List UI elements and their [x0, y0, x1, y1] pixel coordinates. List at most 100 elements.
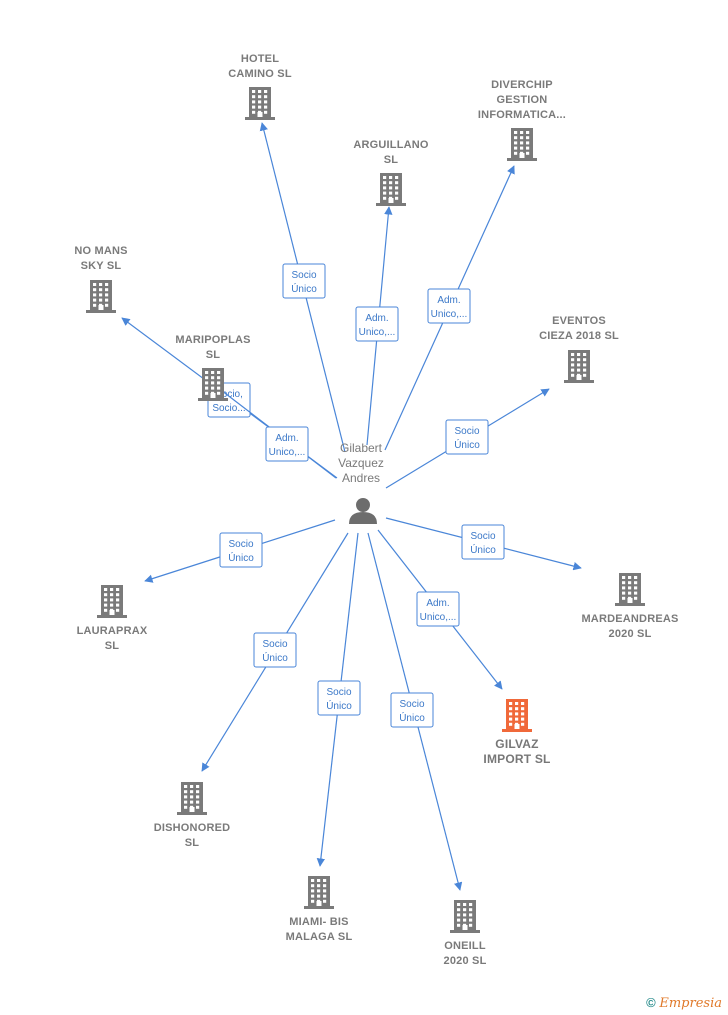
edge-label-line: Socio — [262, 639, 287, 650]
edge-label-line: Socio, — [215, 389, 243, 400]
node-label: SKY SL — [81, 260, 122, 272]
edge-label-line: Único — [326, 699, 352, 712]
node-miami-bis[interactable]: MIAMI- BIS MALAGA SL — [286, 876, 353, 943]
edge-label-line: Único — [470, 543, 496, 556]
node-arguillano[interactable]: ARGUILLANO SL — [353, 139, 429, 206]
node-label: CIEZA 2018 SL — [539, 330, 619, 342]
node-label: ARGUILLANO — [353, 139, 429, 151]
edge-label-line: Socio — [326, 687, 351, 698]
node-label: SL — [384, 154, 399, 166]
edge-label-line: Socio — [399, 699, 424, 710]
node-label: 2020 SL — [444, 955, 487, 967]
node-label: DISHONORED — [154, 822, 231, 834]
node-dishonored[interactable]: DISHONORED SL — [154, 782, 231, 849]
edge-label-line: Adm. — [365, 313, 388, 324]
building-icon[interactable] — [97, 585, 127, 618]
node-label: MARIPOPLAS — [175, 334, 250, 346]
edge-label-line: Único — [399, 711, 425, 724]
edge-label-line: Adm. — [437, 295, 460, 306]
edge-diverchip: Adm. Unico,... — [384, 165, 515, 451]
edge-label-line: Único — [454, 438, 480, 451]
node-label: MALAGA SL — [286, 931, 353, 943]
node-label: INFORMATICA... — [478, 109, 566, 121]
edge-label-line: Único — [262, 651, 288, 664]
edge-label-line: Socio... — [212, 403, 245, 414]
node-hotel-camino[interactable]: HOTEL CAMINO SL — [228, 53, 292, 120]
node-label: NO MANS — [74, 245, 127, 257]
node-label: MIAMI- BIS — [289, 916, 348, 928]
edge-arguillano: Adm. Unico,... — [355, 206, 399, 446]
node-label: GILVAZ — [495, 737, 538, 751]
building-icon[interactable] — [198, 368, 228, 401]
nodes-layer: HOTEL CAMINO SL DIVERCHIP GESTION INFORMATIC… — [74, 53, 678, 967]
node-label: LAURAPRAX — [77, 625, 148, 637]
center-label: Andres — [342, 471, 380, 485]
edge-label-line: Unico,... — [359, 327, 396, 338]
edge-label-line: Socio — [291, 270, 316, 281]
node-label: CAMINO SL — [228, 68, 292, 80]
node-label: SL — [105, 640, 120, 652]
node-label: GESTION — [497, 94, 548, 106]
edge-label-box[interactable]: Adm. Unico,... — [427, 288, 471, 324]
node-label: SL — [185, 837, 200, 849]
center-label: Gilabert — [340, 441, 383, 455]
node-no-mans-sky[interactable]: NO MANS SKY SL — [74, 245, 127, 313]
footer-brand: © Empresia — [646, 995, 722, 1011]
center-label: Vazquez — [338, 456, 384, 470]
edge-label-line: Adm. — [275, 433, 298, 444]
node-oneill[interactable]: ONEILL 2020 SL — [444, 900, 487, 967]
edge-label-box[interactable]: Adm. Unico,... — [355, 306, 399, 342]
brand-logo-text: Empresia — [659, 996, 722, 1011]
edge-label-line: Socio — [470, 531, 495, 542]
edge-label-line: Único — [228, 551, 254, 564]
node-label: HOTEL — [241, 53, 279, 65]
edge-label-box[interactable]: Adm. Unico,... — [265, 426, 309, 462]
building-icon[interactable] — [245, 87, 275, 120]
building-icon[interactable] — [502, 699, 532, 732]
node-maripoplas[interactable]: MARIPOPLAS SL — [175, 334, 250, 401]
person-icon[interactable] — [349, 498, 377, 524]
building-icon[interactable] — [86, 280, 116, 313]
building-icon[interactable] — [615, 573, 645, 606]
node-label: SL — [206, 349, 221, 361]
building-icon[interactable] — [177, 782, 207, 815]
edge-label-line: Único — [291, 282, 317, 295]
building-icon[interactable] — [304, 876, 334, 909]
node-label: MARDEANDREAS — [581, 613, 678, 625]
building-icon[interactable] — [376, 173, 406, 206]
node-mardeandreas[interactable]: MARDEANDREAS 2020 SL — [581, 573, 678, 640]
building-icon[interactable] — [450, 900, 480, 933]
edges-layer: SocioÚnicoAdm.Unico,...Adm.Unico,...Soci… — [121, 122, 582, 891]
node-label: IMPORT SL — [483, 752, 550, 766]
edge-label-line: Unico,... — [269, 447, 306, 458]
edge-label-line: Adm. — [426, 598, 449, 609]
node-label: DIVERCHIP — [491, 79, 553, 91]
building-icon[interactable] — [507, 128, 537, 161]
edge-label-line: Unico,... — [431, 309, 468, 320]
node-lauraprax[interactable]: LAURAPRAX SL — [77, 585, 148, 652]
copyright-symbol: © — [646, 995, 656, 1010]
edge-label-box[interactable]: Adm. Unico,... — [416, 591, 460, 627]
node-label: ONEILL — [444, 940, 486, 952]
edge-label-line: Unico,... — [420, 612, 457, 623]
building-icon[interactable] — [564, 350, 594, 383]
edge-gilvaz: Adm. Unico,... — [377, 529, 503, 690]
node-diverchip[interactable]: DIVERCHIP GESTION INFORMATICA... — [478, 79, 566, 161]
node-label: 2020 SL — [609, 628, 652, 640]
